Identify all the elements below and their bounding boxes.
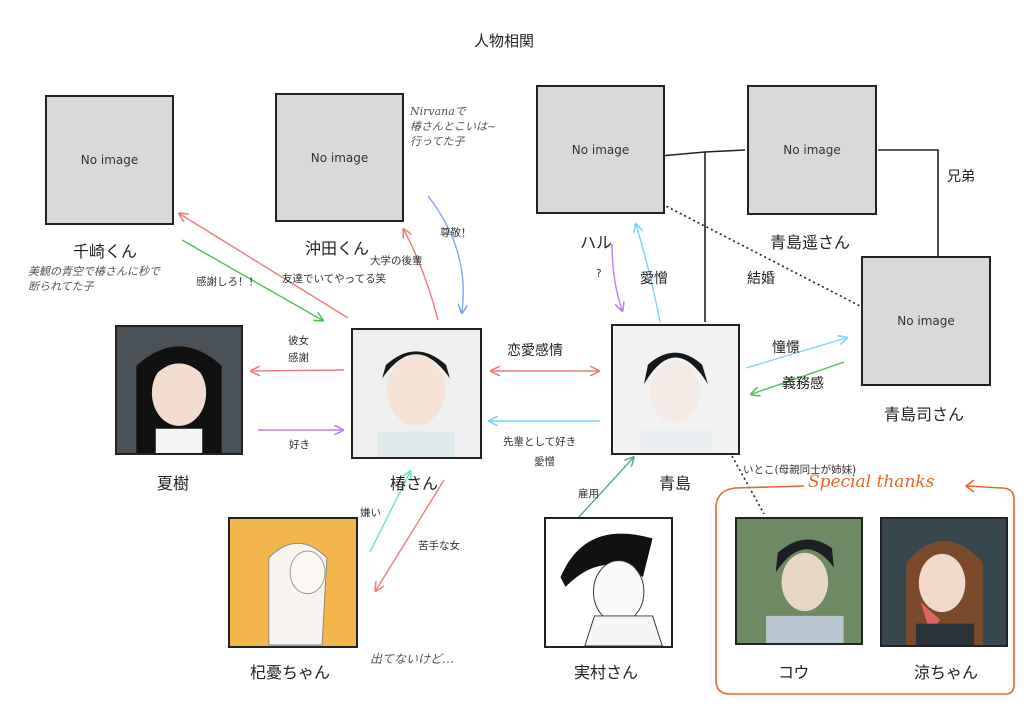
name-haruka: 青島遥さん	[770, 233, 851, 252]
boy-painting-icon	[737, 519, 861, 643]
portrait-kou[interactable]	[735, 517, 863, 645]
label-itoko: いとこ(母親同士が姉妹)	[743, 464, 857, 476]
arrow-okita-to-tsubaki	[427, 195, 463, 312]
note-nirvana-line1: Nirvanaで	[410, 105, 466, 118]
note-nirvana-line3: 行ってた子	[410, 135, 465, 148]
label-sonkei: 尊敬！	[440, 227, 472, 239]
label-kyoudai: 兄弟	[947, 169, 975, 185]
note-nirvana-line2: 椿さんとこいは~	[410, 120, 497, 133]
arrow-tsubaki-to-chisaki	[180, 214, 349, 319]
arrow-haru-to-aoshima	[611, 243, 622, 310]
label-kirai: 嫌い	[360, 507, 381, 519]
label-renai: 恋愛感情	[507, 343, 563, 359]
no-image-text: No image	[897, 314, 955, 328]
portrait-ryou[interactable]	[880, 517, 1008, 647]
no-image-text: No image	[783, 143, 841, 157]
name-chisaki: 千崎くん	[73, 242, 138, 261]
arrow-tsubaki-to-natsuki	[252, 370, 345, 371]
label-question: ?	[596, 268, 602, 280]
name-tsukasa: 青島司さん	[884, 405, 965, 424]
label-shoukei: 憧憬	[772, 340, 800, 356]
node-haruka[interactable]: No image	[747, 85, 877, 215]
label-kekkon: 結婚	[747, 271, 775, 287]
arrow-tsubaki-to-okita	[404, 230, 439, 321]
node-okita[interactable]: No image	[275, 93, 404, 222]
girl-painting-icon	[882, 519, 1006, 645]
label-gimukan: 義務感	[782, 376, 824, 392]
label-nigate: 苦手な女	[418, 540, 460, 552]
name-sanemura: 実村さん	[574, 663, 639, 682]
no-image-text: No image	[571, 142, 630, 157]
node-haru[interactable]: No image	[536, 85, 665, 214]
no-image-text: No image	[310, 150, 369, 165]
label-tomodachi: 友達でいてやってる笑	[282, 273, 387, 285]
label-senpai-aizou: 愛憎	[534, 456, 555, 468]
name-kiyuu: 杞憂ちゃん	[250, 663, 331, 682]
arrow-tsubaki-to-kiyuu	[376, 479, 445, 590]
boy-portrait-icon	[353, 330, 480, 457]
name-kou: コウ	[778, 663, 810, 682]
boy-portrait-icon	[613, 326, 738, 453]
man-sketch-icon	[546, 519, 671, 646]
name-okita: 沖田くん	[305, 239, 370, 258]
label-kansha: 感謝	[288, 352, 309, 364]
portrait-natsuki[interactable]	[115, 325, 243, 455]
name-tsubaki: 椿さん	[390, 474, 439, 493]
girl-sketch-icon	[230, 519, 356, 646]
note-kiyuu: 出てないけど…	[370, 652, 455, 666]
line-haru-haruka	[659, 149, 746, 157]
special-thanks-arrowhead	[964, 479, 975, 493]
portrait-aoshima[interactable]	[611, 324, 740, 455]
note-chisaki: 美観の青空で椿さんに秒で 断られてた子	[28, 264, 160, 294]
label-aizou: 愛憎	[640, 271, 668, 287]
label-senpai: 先輩として好き	[503, 436, 577, 448]
portrait-tsubaki[interactable]	[351, 328, 482, 459]
girl-portrait-icon	[117, 327, 241, 453]
name-aoshima: 青島	[659, 474, 692, 493]
label-kanojo: 彼女	[288, 335, 309, 347]
name-natsuki: 夏樹	[157, 474, 190, 493]
note-nirvana: Nirvanaで 椿さんとこいは~ 行ってた子	[410, 104, 496, 149]
name-ryou: 涼ちゃん	[914, 663, 979, 682]
node-tsukasa[interactable]: No image	[861, 256, 991, 386]
note-chisaki-line2: 断られてた子	[28, 280, 94, 293]
portrait-kiyuu[interactable]	[228, 517, 358, 648]
diagram-title: 人物相関	[474, 32, 535, 50]
name-haru: ハル	[580, 233, 613, 252]
note-special-thanks: Special thanks	[808, 472, 935, 492]
portrait-sanemura[interactable]	[544, 517, 673, 648]
line-brothers	[878, 149, 939, 256]
label-daigaku-kouhai: 大学の後輩	[370, 255, 423, 267]
node-chisaki[interactable]: No image	[45, 95, 174, 225]
no-image-text: No image	[80, 153, 139, 167]
label-suki: 好き	[289, 439, 310, 451]
note-chisaki-line1: 美観の青空で椿さんに秒で	[28, 265, 160, 278]
label-koyou: 雇用	[578, 488, 599, 500]
dotted-marriage	[661, 203, 861, 307]
label-kansha-shiro: 感謝しろ！！	[196, 276, 259, 288]
